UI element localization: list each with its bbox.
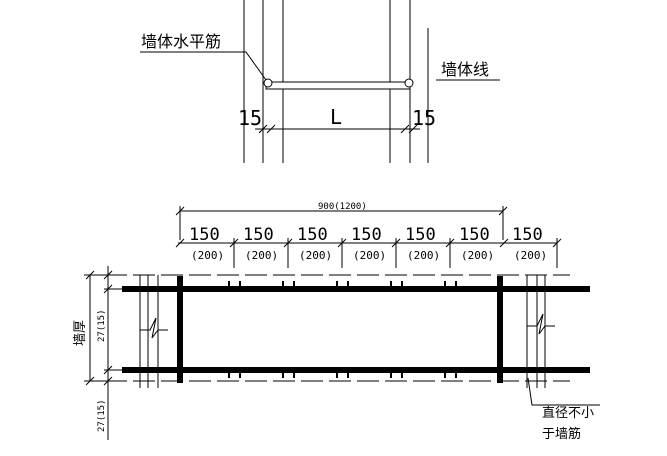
spacing-text: 150 — [351, 225, 382, 245]
tie-bar — [265, 81, 411, 90]
dim-tick — [499, 238, 509, 248]
dim-tick — [175, 206, 185, 216]
spacing-alt-text: (200) — [245, 249, 278, 262]
spacing-alt-text: (200) — [407, 249, 440, 262]
wall-thickness-label: 墙厚 — [73, 320, 88, 346]
overall-dim-text: 900(1200) — [318, 202, 367, 212]
dim-tick — [103, 270, 113, 280]
spacing-text: 150 — [189, 225, 220, 245]
spacing-text: 150 — [512, 225, 543, 245]
dim-tick — [498, 206, 508, 216]
break-right — [526, 275, 555, 388]
spacing-text: 150 — [297, 225, 328, 245]
dim-left-text: 15 — [238, 106, 262, 130]
break-symbol — [140, 317, 168, 339]
top-detail: 墙体水平筋 墙体线 15 L 15 — [140, 0, 500, 163]
note-line-2: 于墙筋 — [542, 426, 581, 442]
break-symbol — [527, 313, 555, 335]
note-line-1: 直径不小 — [542, 406, 594, 421]
tie-stubs — [228, 281, 457, 378]
rebar-circle-right — [404, 78, 414, 88]
leader-horizontal-bar — [140, 51, 267, 81]
dim-tick — [400, 124, 410, 134]
spacing-alt-text: (200) — [353, 249, 386, 262]
dim-tick — [103, 376, 113, 386]
dim-tick — [175, 238, 185, 248]
spacing-alt-text: (200) — [191, 249, 224, 262]
plan-detail: 900(1200) 150 150 150 150 150 150 150 (2… — [73, 202, 600, 442]
rebar-circle-left — [263, 78, 273, 88]
dim-middle-text: L — [330, 105, 342, 129]
spacing-text: 150 — [405, 225, 436, 245]
side-dim-upper-text: 27(15) — [97, 309, 107, 342]
spacing-text: 150 — [243, 225, 274, 245]
spacing-alt-text: (200) — [299, 249, 332, 262]
note-leader — [527, 377, 600, 406]
spacing-alt-text: (200) — [514, 249, 547, 262]
label-horizontal-bar: 墙体水平筋 — [141, 32, 221, 51]
side-dim-lower-text: 27(15) — [97, 399, 107, 432]
spacing-alt-text: (200) — [461, 249, 494, 262]
spacing-text: 150 — [459, 225, 490, 245]
dim-tick — [266, 124, 276, 134]
label-wall-line: 墙体线 — [441, 60, 489, 79]
spacing-ticks — [175, 238, 562, 268]
break-left — [139, 275, 168, 388]
dim-right-text: 15 — [412, 106, 436, 130]
